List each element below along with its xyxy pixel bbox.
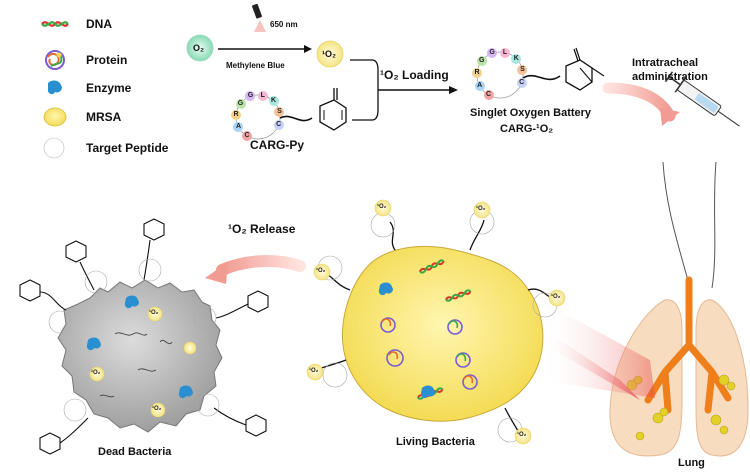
wavelength-label: 650 nm	[270, 20, 298, 29]
battery-subtitle: CARG-¹O₂	[500, 123, 554, 135]
peptide-bead: R	[231, 110, 242, 121]
singlet-oxygen-molecule	[316, 40, 344, 68]
lamp-icon	[252, 3, 266, 32]
release-label: ¹O₂ Release	[228, 222, 296, 236]
enzyme-icon	[86, 337, 101, 351]
living-bacterium	[341, 245, 544, 422]
enzyme-icon	[47, 80, 62, 95]
dna-icon	[41, 21, 69, 27]
oxygen-tag-label: ¹O₂	[377, 204, 387, 210]
enzyme-icon	[124, 295, 139, 309]
peptide-bead: G	[476, 55, 487, 66]
battery-title: Singlet Oxygen Battery	[470, 107, 592, 119]
legend-dna-label: DNA	[86, 17, 112, 31]
protein-icon	[45, 50, 65, 70]
dead-bacteria-label: Dead Bacteria	[98, 446, 172, 458]
singlet-oxygen-label: ¹O₂	[322, 49, 336, 59]
peptide-ring	[48, 258, 220, 422]
loading-label: ¹O₂ Loading	[380, 68, 449, 82]
dna-icon	[445, 289, 472, 302]
admin-line1: Intratracheal	[632, 57, 699, 69]
peptide-bead: L	[257, 90, 268, 101]
pyridone-products	[19, 218, 269, 455]
oxygen-tag-label: ¹O₂	[316, 268, 326, 274]
dna-icon	[419, 259, 445, 274]
oxygen-tag-label: ¹O₂	[149, 310, 159, 316]
legend-target-peptide-label: Target Peptide	[86, 141, 169, 155]
dead-oxygen-tag	[89, 306, 197, 418]
loading-bracket	[350, 59, 379, 121]
syringe-icon	[664, 71, 740, 127]
zoom-beam	[540, 300, 655, 398]
legend-mrsa-label: MRSA	[86, 110, 122, 124]
sensitizer-label: Methylene Blue	[226, 61, 285, 70]
living-bacteria-label: Living Bacteria	[396, 436, 475, 448]
peptide-bead: C	[516, 77, 527, 88]
protein-cluster	[380, 317, 478, 390]
peptide-bead: R	[472, 67, 483, 78]
oxygen-label: O₂	[193, 43, 204, 53]
enzyme-icon	[378, 282, 393, 296]
enzyme-icon	[178, 385, 193, 399]
legend-protein-label: Protein	[86, 53, 128, 67]
oxygen-tag-label: ¹O₂	[91, 370, 101, 376]
carg-py-label: CARG-Py	[250, 138, 305, 152]
oxygen-tag-label: ¹O₂	[517, 432, 527, 438]
peptide-bead: A	[233, 122, 244, 133]
oxygen-tag-label: ¹O₂	[476, 206, 486, 212]
peptide-bead: S	[517, 65, 528, 76]
peptide-bead: C	[273, 119, 284, 130]
trachea	[662, 161, 717, 289]
peptide-bead: C	[483, 89, 494, 100]
peptide-bead: A	[474, 80, 485, 91]
dead-bacterium	[57, 279, 223, 433]
damaged-debris	[99, 332, 173, 398]
mrsa-icon	[43, 107, 67, 127]
oxygen-tag-label: ¹O₂	[309, 368, 319, 374]
peptide-bead: G	[487, 48, 498, 59]
singlet-oxygen-tag	[306, 199, 566, 445]
peptide-bead: K	[511, 53, 522, 64]
legend-enzyme-label: Enzyme	[86, 81, 132, 95]
oxygen-tag-label: ¹O₂	[152, 406, 162, 412]
peptide-bead: G	[235, 98, 246, 109]
peptide-bead: S	[274, 107, 285, 118]
target-peptide-icon	[43, 137, 65, 159]
enzyme-icon	[420, 385, 435, 399]
peptide-bead: K	[268, 96, 279, 107]
release-arrow	[216, 255, 306, 276]
peptide-bead: C	[242, 131, 252, 142]
peptide-bead: G	[245, 91, 256, 102]
admin-line2: administration	[632, 71, 708, 83]
oxygen-molecule	[186, 34, 214, 62]
peptide-bead: L	[499, 47, 510, 58]
oxygen-tag-label: ¹O₂	[551, 294, 561, 300]
lung-label: Lung	[678, 457, 705, 469]
